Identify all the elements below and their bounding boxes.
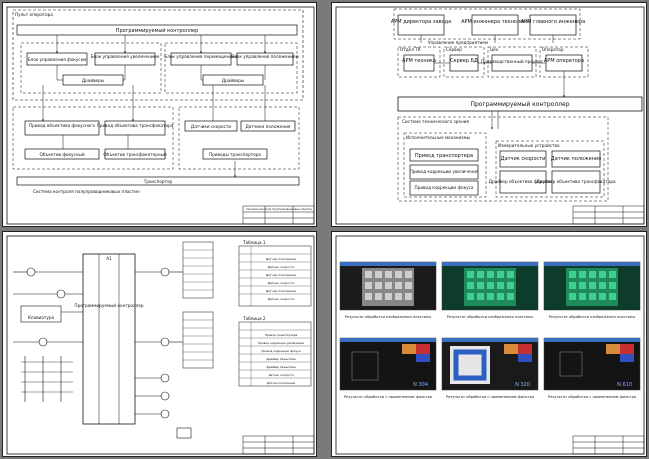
- title-block-4: [572, 435, 645, 455]
- caption: Результат обработки с применением фильтр…: [446, 395, 534, 399]
- speed-sensor: Датчик скорости: [501, 156, 546, 162]
- sheet-image-results: Результат обработки изображения пластины…: [331, 231, 647, 457]
- results-poster: Результат обработки изображения пластины…: [335, 235, 645, 455]
- operator-label: Оператор: [542, 47, 564, 52]
- table2-row: Драйвер объектива: [266, 357, 295, 361]
- sheet-wiring-scheme: Клавиатура A1 Программируемый контроллер…: [2, 231, 317, 457]
- sheet-structural-scheme: Пульт оператора Программируемый контролл…: [2, 2, 317, 227]
- upper-label: Управление предприятием: [428, 40, 488, 45]
- sensor-position: Датчики положения: [246, 124, 291, 129]
- block-motion: Блок управления перемещением: [164, 54, 237, 59]
- table2-title: Таблица 2: [242, 316, 266, 321]
- a1-label: A1: [106, 256, 112, 261]
- caption: Результат обработки изображения пластины: [447, 315, 534, 319]
- obj-zoom: Объектив трансфокаторный: [103, 152, 167, 157]
- server-db: Сервер БД: [450, 58, 478, 64]
- table2-row: Привод коррекции увеличения: [258, 341, 304, 345]
- title-block-3: [242, 435, 315, 455]
- obj-focus: Объектив фокусный: [39, 152, 84, 157]
- arm-technologist: АРМ инженера технолога: [461, 19, 529, 25]
- arm-tech: АРМ техника: [402, 58, 436, 64]
- caption: Результат обработки с применением фильтр…: [344, 395, 432, 399]
- table2-row: Датчик скорости: [269, 373, 294, 377]
- drive-zoom: Привод объектива трансфокатора: [97, 123, 174, 128]
- drivers-right: Драйверы: [222, 78, 244, 83]
- plc-box: [16, 24, 298, 36]
- sensor-speed: Датчики скорости: [191, 124, 231, 129]
- screenshot-6: [543, 337, 641, 391]
- pult-label: Пульт оператора: [15, 12, 53, 17]
- arm-operator: АРМ оператора: [544, 58, 584, 64]
- functional-diagram: Управление предприятием АРМ директора за…: [335, 6, 645, 225]
- table1-row: Датчик скорости: [268, 265, 295, 269]
- plc-label: Программируемый контроллер: [116, 27, 199, 34]
- controller-label: Программируемый контроллер: [74, 303, 143, 308]
- stamp-title: Система контроля полупроводниковых пласт…: [246, 207, 312, 211]
- table1-title: Таблица 1: [242, 240, 266, 245]
- arm-chief: АРМ главного инженера: [521, 19, 585, 25]
- count-1: N 304: [413, 382, 428, 388]
- block-focus: Блок управления фокусом: [28, 57, 87, 62]
- table2-row: Датчик положения: [267, 381, 296, 385]
- plc-label-2: Программируемый контроллер: [470, 101, 569, 108]
- sensors-label: Измерительные устройства: [498, 143, 560, 148]
- transporter: Транспортер: [143, 179, 173, 184]
- driver-focus: Драйвер объектива фокусного: [489, 179, 558, 184]
- table2-row: Драйвер объектива: [266, 365, 295, 369]
- arm-director: АРМ директора завода: [391, 19, 451, 25]
- caption: Результат обработки изображения пластины: [345, 315, 432, 319]
- screenshot-3: [543, 261, 641, 311]
- drive-transport: Приводы транспортера: [209, 152, 261, 157]
- workshop-label: Цех: [490, 47, 499, 52]
- position-sensor: Датчик положения: [551, 156, 601, 162]
- qc-label: Отдел ТК: [400, 47, 421, 52]
- server-label: Сервер: [446, 47, 462, 52]
- system-label: Система контроля полупроводниковых пласт…: [33, 189, 140, 194]
- caption: Результат обработки изображения пластины: [549, 315, 636, 319]
- drive-focus: Привод объектива фокусного: [29, 123, 95, 128]
- drive-focus-2: Привод коррекции фокуса: [415, 185, 474, 190]
- title-block-2: [572, 205, 645, 225]
- structural-diagram: Пульт оператора Программируемый контролл…: [6, 6, 315, 225]
- block-magnification: Блок управления увеличением: [91, 54, 160, 59]
- table1-row: Датчик положения: [266, 257, 296, 261]
- count-2: N 320: [515, 382, 530, 388]
- drive-zoom-2: Привод коррекции увеличения: [410, 169, 479, 174]
- drivers-left: Драйверы: [82, 78, 104, 83]
- table2-row: Привод транспортера: [265, 333, 298, 337]
- screenshot-4: [339, 337, 437, 391]
- screenshot-2: [441, 261, 539, 311]
- table2-row: Привод коррекции фокуса: [261, 349, 301, 353]
- table1-row: Датчик положения: [266, 289, 296, 293]
- keyboard-label: Клавиатура: [28, 315, 55, 320]
- title-block: [242, 205, 315, 225]
- actuators-label: Исполнительные механизмы: [406, 135, 470, 140]
- production-process: Производственный процесс: [481, 59, 544, 64]
- vision-label: Система технического зрения: [402, 119, 469, 124]
- caption: Результат обработки с применением фильтр…: [548, 395, 636, 399]
- drive-transport-2: Привод транспортера: [415, 153, 473, 159]
- screenshot-5: [441, 337, 539, 391]
- wiring-diagram: Клавиатура A1 Программируемый контроллер…: [6, 235, 315, 455]
- table1-row: Датчик скорости: [268, 281, 295, 285]
- count-3: N 610: [617, 382, 632, 388]
- sheet-functional-scheme: Управление предприятием АРМ директора за…: [331, 2, 647, 227]
- screenshot-1: [339, 261, 437, 311]
- driver-zoom: Драйвер объектива трансфокатора: [536, 179, 616, 184]
- block-positions: Блок управления положением: [231, 54, 299, 59]
- table1-row: Датчик скорости: [268, 297, 295, 301]
- table1-row: Датчик положения: [266, 273, 296, 277]
